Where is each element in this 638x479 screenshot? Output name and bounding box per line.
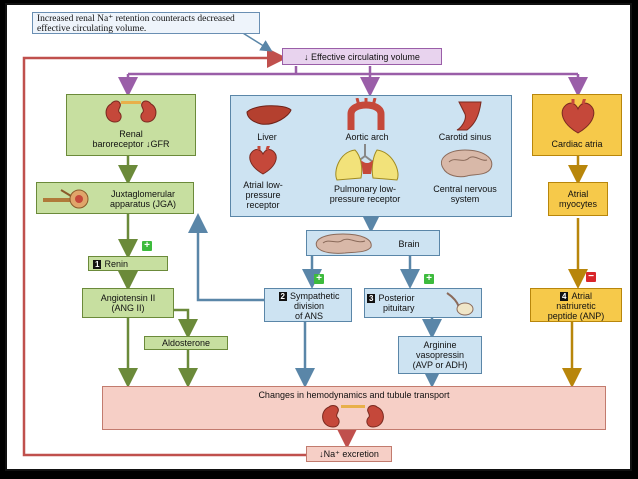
neural-arrows — [188, 213, 442, 388]
changes-box: Changes in hemodynamics and tubule trans… — [102, 386, 606, 430]
feedback-loop-arrow — [22, 48, 306, 457]
brain-label: Brain — [398, 239, 420, 249]
step-4-badge: 4 — [560, 292, 569, 301]
aortic-arch-icon — [347, 98, 385, 130]
liver-label: Liver — [257, 132, 277, 142]
effective-circulating-volume-label: ↓ Effective circulating volume — [304, 52, 420, 62]
angiotensin-box: Angiotensin II (ANG II) — [82, 288, 174, 318]
renin-stimulation-sign: + — [142, 241, 152, 251]
renal-baroreceptor-label: Renal baroreceptor ↓GFR — [92, 129, 170, 149]
liver-icon — [246, 105, 292, 125]
caption-box: Increased renal Na⁺ retention counteract… — [32, 12, 260, 34]
anp-inhibition-sign: − — [586, 272, 596, 282]
caption-text: Increased renal Na⁺ retention counteract… — [37, 14, 235, 34]
anp-arrows — [562, 155, 588, 388]
jga-label: Juxtaglomerular apparatus (JGA) — [109, 189, 177, 209]
cardiac-atria-label: Cardiac atria — [551, 139, 603, 149]
heart-icon — [561, 99, 595, 134]
step-3-badge: 3 — [367, 294, 376, 303]
renal-baroreceptor-box: Renal baroreceptor ↓GFR — [66, 94, 196, 156]
heart-icon — [249, 146, 277, 175]
avp-box: Arginine vasopressin (AVP or ADH) — [398, 336, 482, 374]
lungs-icon — [335, 144, 399, 181]
atrial-low-pressure-label: Atrial low- pressure receptor — [243, 180, 283, 210]
atrial-myocytes-label: Atrial myocytes — [558, 189, 597, 209]
sympathetic-stimulation-sign: + — [314, 274, 324, 284]
na-excretion-box: ↓Na⁺ excretion — [306, 446, 392, 462]
brain-icon — [315, 233, 372, 254]
volume-distribution-arrows — [118, 66, 588, 97]
carotid-sinus-icon — [456, 101, 482, 131]
aldosterone-label: Aldosterone — [161, 338, 211, 348]
atrial-myocytes-box: Atrial myocytes — [548, 182, 608, 216]
pituitary-icon — [446, 292, 474, 316]
na-excretion-label: ↓Na⁺ excretion — [319, 449, 379, 459]
cns-label: Central nervous system — [433, 184, 497, 204]
brain-box: Brain — [306, 230, 440, 256]
aldosterone-box: Aldosterone — [144, 336, 228, 350]
angiotensin-label: Angiotensin II (ANG II) — [100, 293, 156, 313]
pituitary-stimulation-sign: + — [424, 274, 434, 284]
step-2-badge: 2 — [278, 292, 287, 301]
cardiac-atria-box: Cardiac atria — [532, 94, 622, 156]
renin-label: Renin — [104, 259, 128, 269]
pulmonary-low-pressure-label: Pulmonary low- pressure receptor — [329, 184, 401, 204]
avp-label: Arginine vasopressin (AVP or ADH) — [412, 340, 468, 370]
jga-box: Juxtaglomerular apparatus (JGA) — [36, 182, 194, 214]
juxtaglomerular-icon — [43, 189, 89, 209]
brain-icon — [441, 149, 493, 178]
kidney-icon — [105, 100, 157, 123]
bottom-bar — [0, 471, 638, 479]
step-1-badge: 1 — [93, 260, 102, 269]
carotid-sinus-label: Carotid sinus — [438, 132, 492, 142]
receptors-box: Liver Aortic arch Carotid sinus Atrial l… — [230, 95, 512, 217]
aortic-arch-label: Aortic arch — [345, 132, 389, 142]
changes-label: Changes in hemodynamics and tubule trans… — [258, 390, 450, 400]
kidney-icon — [322, 405, 384, 428]
raas-arrows — [118, 155, 198, 388]
effective-circulating-volume-box: ↓ Effective circulating volume — [282, 48, 442, 65]
